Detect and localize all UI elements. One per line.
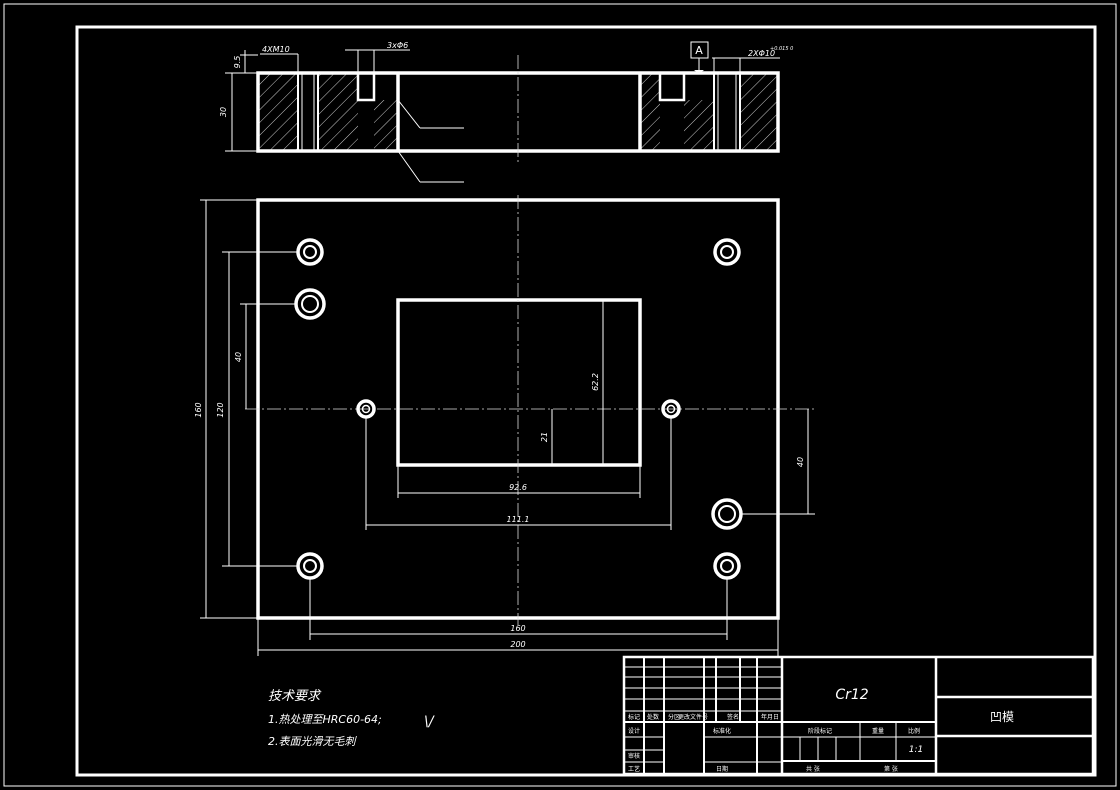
section-view: 30 9.5 4XM10 3xΦ6 A 2XΦ10 +0.015 0 (219, 41, 793, 183)
tb-review: 审核 (628, 752, 640, 760)
roughness-symbol: \/ (424, 714, 435, 730)
dim-hole-offset-left: 40 (234, 352, 243, 362)
hole-bottom-left (296, 552, 324, 580)
tb-process: 工艺 (628, 765, 640, 773)
hole-mid-right (711, 498, 743, 530)
tb-design: 设计 (628, 727, 640, 735)
hatch-left (258, 73, 298, 151)
dim-thickness: 30 (219, 107, 228, 117)
hole-bottom-right (713, 552, 741, 580)
datum-triangle (694, 70, 704, 74)
title-block-frame (622, 655, 1095, 776)
tech-req-item-2: 2.表面光滑无毛刺 (268, 735, 357, 748)
dim-overall-height: 160 (194, 402, 203, 417)
label-counterbore: 4XM10 (262, 45, 290, 54)
tb-mark: 标记 (628, 713, 640, 721)
hole-top-right (713, 238, 741, 266)
title-block: 标记 处数 分区 更改文件号 签名 年月日 设计 标准化 审核 工艺 日期 阶段… (622, 655, 1095, 776)
plan-view: 160 120 40 62.2 21 92.6 111.1 40 160 (194, 195, 815, 656)
tb-change-doc: 更改文件号 (678, 713, 708, 721)
tb-part-name: 凹模 (990, 710, 1014, 724)
leader-1 (397, 99, 421, 129)
dim-cavity-offset: 21 (540, 432, 549, 442)
dim-hole-offset-right: 40 (796, 457, 805, 467)
hatch-right-3 (740, 73, 778, 151)
screw-hole-right (658, 73, 686, 102)
hatch-left-2 (318, 73, 358, 151)
label-pin-tol: +0.015 0 (770, 46, 793, 52)
dim-cavity-height: 62.2 (591, 373, 600, 391)
dim-pilot-spacing: 111.1 (507, 515, 530, 524)
tb-count: 处数 (647, 713, 659, 721)
tech-requirements: 技术要求 1.热处理至HRC60-64; 2.表面光滑无毛刺 \/ (268, 689, 435, 748)
tb-total: 共 张 (806, 765, 820, 773)
outer-sheet-border (3, 3, 1117, 787)
datum-letter: A (695, 44, 703, 57)
tb-sign: 签名 (727, 713, 739, 721)
dim-hole-horizontal: 160 (510, 624, 525, 633)
inner-drawing-frame (75, 25, 1097, 777)
tb-scale-label: 比例 (908, 727, 920, 735)
tech-req-title: 技术要求 (268, 689, 322, 704)
tb-scale: 1:1 (909, 745, 923, 755)
tb-date: 年月日 (761, 713, 779, 721)
screw-hole-left (356, 73, 376, 102)
label-screw: 3xΦ6 (387, 41, 408, 50)
tb-standardize: 标准化 (713, 727, 731, 735)
tb-stage: 阶段标记 (808, 727, 832, 735)
hatch-right-1 (640, 73, 660, 151)
tb-zone: 分区 (668, 713, 680, 721)
cavity-outline (396, 298, 642, 467)
hole-top-left-2 (294, 288, 326, 320)
tech-req-item-1: 1.热处理至HRC60-64; (268, 713, 382, 726)
tb-approve: 日期 (716, 765, 728, 773)
tb-weight: 重量 (872, 727, 884, 735)
hatch-right-2 (684, 100, 714, 151)
tb-sheet: 第 张 (884, 765, 898, 773)
dim-overall-width: 200 (510, 640, 525, 649)
dim-hole-vertical: 120 (216, 402, 225, 417)
leader-2 (397, 150, 421, 183)
hatch-left-3 (374, 100, 398, 151)
tb-material: Cr12 (835, 687, 868, 703)
dim-cavity-width: 92.6 (509, 483, 527, 492)
label-pin: 2XΦ10 (748, 49, 775, 58)
hole-top-left (296, 238, 324, 266)
dim-top-offset: 9.5 (233, 56, 242, 69)
